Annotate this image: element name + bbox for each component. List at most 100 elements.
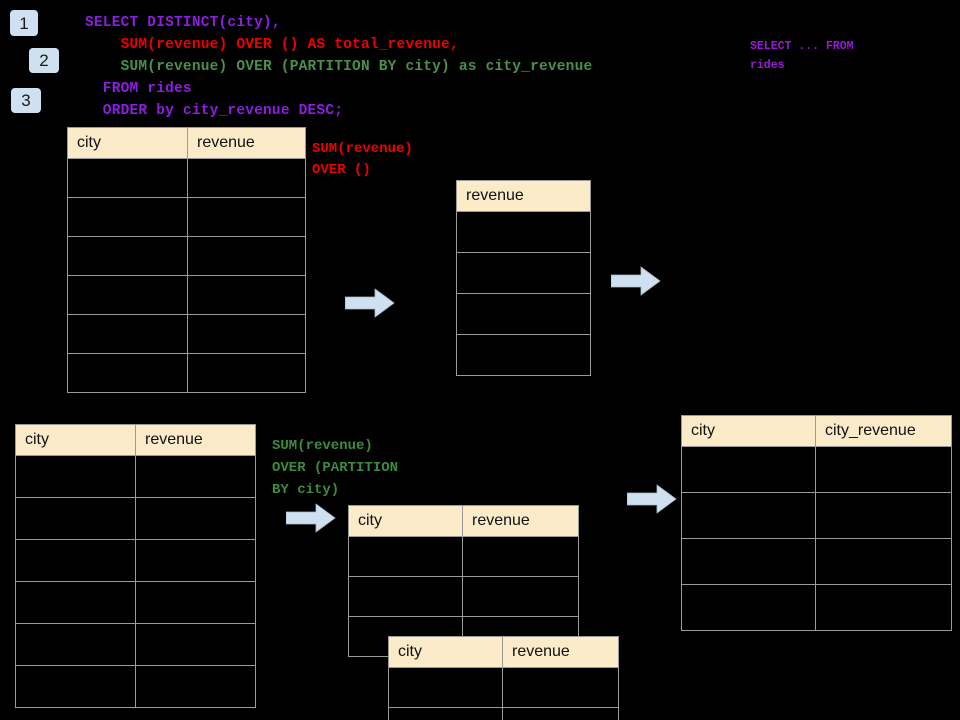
table-cell (67, 353, 188, 393)
step-badge-2: 2 (29, 48, 59, 73)
sidenote-select-from-line2: rides (750, 59, 785, 72)
table-row (388, 707, 619, 720)
table-row (67, 236, 306, 276)
table-cell (187, 197, 306, 237)
table-cell (135, 497, 256, 540)
table-cell (462, 576, 579, 617)
table-row (681, 584, 952, 631)
table-cell (348, 576, 463, 617)
table-row (67, 353, 306, 393)
column-header-city: city (681, 415, 816, 447)
column-header-city: city (15, 424, 136, 456)
column-header-revenue: revenue (135, 424, 256, 456)
table-cell (15, 623, 136, 666)
table-row (456, 252, 591, 294)
step-badge-3: 3 (11, 88, 41, 113)
table-row (15, 581, 256, 624)
table-cell (135, 623, 256, 666)
table-cell (15, 665, 136, 708)
column-header-revenue: revenue (502, 636, 619, 668)
table-cell (187, 314, 306, 354)
table-cell (15, 581, 136, 624)
table-row (15, 665, 256, 708)
annotation-total-revenue-line1: SUM(revenue) (312, 141, 413, 157)
table-cell (681, 446, 816, 493)
table-row (456, 211, 591, 253)
table-cell (135, 581, 256, 624)
table-cell (815, 446, 952, 493)
sql-line-order-by: ORDER by city_revenue DESC; (85, 103, 344, 119)
table-cell (815, 492, 952, 539)
table-row (15, 623, 256, 666)
sql-line-from: FROM rides (85, 81, 192, 97)
table-row (15, 539, 256, 582)
table-row (348, 536, 579, 577)
column-header-revenue: revenue (456, 180, 591, 212)
table-cell (15, 455, 136, 498)
table-cell (187, 275, 306, 315)
annotation-city-revenue-line3: BY city) (272, 482, 340, 498)
table-row (15, 497, 256, 540)
table-row (67, 197, 306, 237)
table-row (456, 293, 591, 335)
table-row (681, 538, 952, 585)
table-cell (681, 584, 816, 631)
sql-line-select: SELECT DISTINCT(city), (85, 15, 281, 31)
arrow-rides-to-partition (286, 503, 336, 533)
table-cell (187, 236, 306, 276)
column-header-city: city (348, 505, 463, 537)
annotation-total-revenue-line2: OVER () (312, 162, 371, 178)
table-cell (67, 314, 188, 354)
table-cell (187, 158, 306, 198)
table-cell (681, 492, 816, 539)
table-cell (15, 539, 136, 582)
column-header-revenue: revenue (187, 127, 306, 159)
arrow-partition-to-result (627, 484, 677, 514)
table-cell (15, 497, 136, 540)
arrow-rides-to-total (345, 288, 395, 318)
table-cell (456, 334, 591, 376)
table-cell (462, 536, 579, 577)
table-cell (815, 584, 952, 631)
table-row (67, 158, 306, 198)
table-row (67, 275, 306, 315)
table-cell (815, 538, 952, 585)
table-cell (456, 252, 591, 294)
column-header-revenue: revenue (462, 505, 579, 537)
sidenote-select-from-line1: SELECT ... FROM (750, 40, 854, 53)
table-cell (135, 455, 256, 498)
step-badge-1: 1 (10, 10, 38, 36)
column-header-city: city (67, 127, 188, 159)
table-cell (135, 665, 256, 708)
table-cell (456, 293, 591, 335)
column-header-city: city (388, 636, 503, 668)
table-cell (67, 236, 188, 276)
table-row (348, 576, 579, 617)
table-cell (67, 158, 188, 198)
table-row (388, 667, 619, 708)
annotation-city-revenue-line1: SUM(revenue) (272, 438, 373, 454)
table-row (681, 446, 952, 493)
table-cell (388, 667, 503, 708)
sql-line-total-revenue: SUM(revenue) OVER () AS total_revenue, (85, 37, 459, 53)
column-header-city-revenue: city_revenue (815, 415, 952, 447)
arrow-total-to-result (611, 266, 661, 296)
table-cell (456, 211, 591, 253)
table-total-revenue: revenue (456, 180, 591, 376)
table-cell (502, 707, 619, 720)
table-cell (67, 275, 188, 315)
table-cell (187, 353, 306, 393)
table-cell (348, 536, 463, 577)
table-cell (681, 538, 816, 585)
annotation-city-revenue-line2: OVER (PARTITION (272, 460, 399, 476)
table-cell (67, 197, 188, 237)
table-row (681, 492, 952, 539)
table-row (67, 314, 306, 354)
table-row (15, 455, 256, 498)
